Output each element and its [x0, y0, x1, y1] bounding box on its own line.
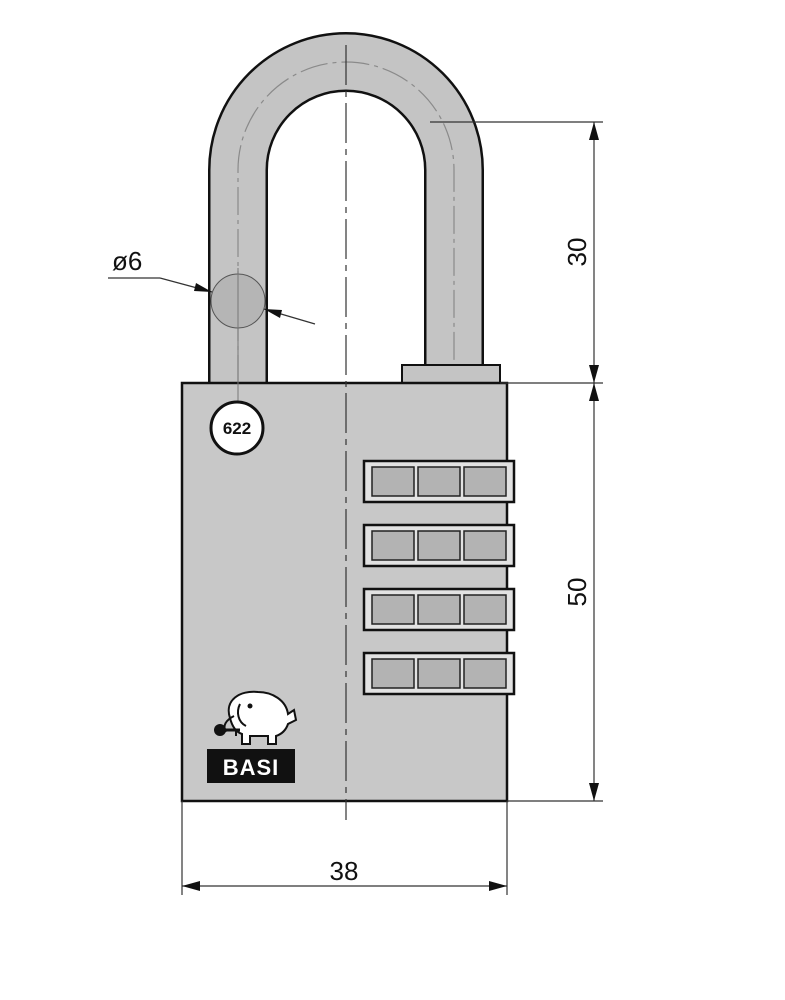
dial-wheel	[371, 466, 415, 497]
dial-wheel	[371, 530, 415, 561]
dial-row	[362, 651, 516, 696]
dial-wheel	[463, 594, 507, 625]
combination-dials	[362, 459, 516, 696]
dial-wheel	[417, 658, 461, 689]
body-width-label: 38	[330, 856, 359, 886]
dial-wheel	[463, 530, 507, 561]
shackle-diameter-label: ø6	[112, 246, 142, 276]
dial-wheel	[463, 658, 507, 689]
model-badge: 622	[209, 400, 265, 456]
body-height-label: 50	[562, 578, 592, 607]
shackle-height-label: 30	[562, 238, 592, 267]
dimension-shackle-diameter: ø6	[108, 246, 316, 325]
dial-wheel	[417, 466, 461, 497]
dial-wheel	[371, 658, 415, 689]
dial-row	[362, 587, 516, 632]
model-number: 622	[223, 419, 251, 438]
dimension-shackle-height: 30	[430, 121, 603, 384]
elephant-with-key-icon	[214, 690, 298, 745]
dial-row	[362, 459, 516, 504]
brand-plate: BASI	[207, 749, 295, 783]
dimension-body-height: 50	[507, 383, 603, 802]
brand-name: BASI	[223, 755, 280, 780]
dial-row	[362, 523, 516, 568]
dial-wheel	[463, 466, 507, 497]
dial-wheel	[417, 594, 461, 625]
dial-wheel	[417, 530, 461, 561]
dial-wheel	[371, 594, 415, 625]
dimension-body-width: 38	[181, 801, 508, 895]
